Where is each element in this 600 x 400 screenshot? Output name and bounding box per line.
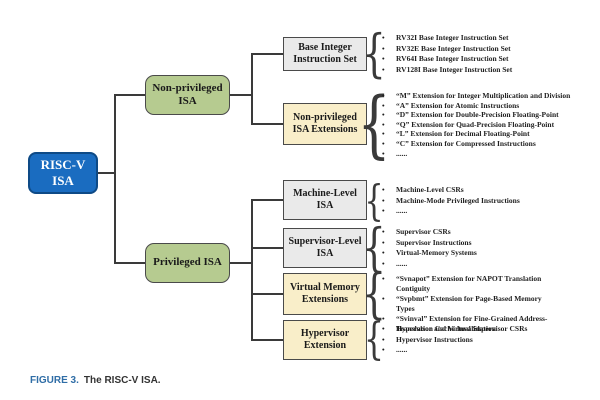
connector-line xyxy=(98,172,115,174)
bullet-list-non-privileged-extensions: “M” Extension for Integer Multiplication… xyxy=(382,91,595,158)
list-item: “D” Extension for Double-Precision Float… xyxy=(382,110,595,120)
connector-line xyxy=(251,247,283,249)
list-item: RV64I Base Integer Instruction Set xyxy=(382,54,595,65)
list-item: “L” Extension for Decimal Floating-Point xyxy=(382,129,595,139)
connector-line xyxy=(251,53,283,55)
node-non-privileged-isa: Non-privileged ISA xyxy=(145,75,230,115)
figure-caption-text: The RISC-V ISA. xyxy=(83,375,161,386)
list-item: RV32E Base Integer Instruction Set xyxy=(382,44,595,55)
list-item: “Svpbmt” Extension for Page-Based Memory… xyxy=(382,294,554,314)
connector-line xyxy=(230,262,252,264)
node-virtual-memory-extensions: Virtual Memory Extensions xyxy=(283,273,367,315)
brace-icon: { xyxy=(357,81,391,167)
list-item: ...... xyxy=(382,149,595,159)
bullet-list-supervisor-level: Supervisor CSRs Supervisor Instructions … xyxy=(382,227,595,269)
list-item: Hypervisor and Virtual Supervisor CSRs xyxy=(382,324,595,335)
list-item: Virtual-Memory Systems xyxy=(382,248,595,259)
list-item: “C” Extension for Compressed Instruction… xyxy=(382,139,595,149)
node-supervisor-level-isa: Supervisor-Level ISA xyxy=(283,228,367,268)
list-item: Supervisor CSRs xyxy=(382,227,595,238)
list-item: ...... xyxy=(382,345,595,356)
connector-line xyxy=(251,123,283,125)
figure-caption-label: FIGURE 3. xyxy=(30,375,79,386)
node-privileged-isa: Privileged ISA xyxy=(145,243,230,283)
brace-icon: { xyxy=(362,218,386,278)
connector-line xyxy=(251,293,283,295)
node-riscv-isa: RISC-V ISA xyxy=(28,152,98,194)
list-item: ...... xyxy=(382,206,595,217)
node-hypervisor-extension: Hypervisor Extension xyxy=(283,320,367,360)
list-item: RV32I Base Integer Instruction Set xyxy=(382,33,595,44)
brace-icon: { xyxy=(363,314,385,365)
list-item: “Svnapot” Extension for NAPOT Translatio… xyxy=(382,274,554,294)
brace-icon: { xyxy=(362,24,386,84)
connector-line xyxy=(251,199,253,341)
connector-line xyxy=(251,53,253,125)
list-item: RV128I Base Integer Instruction Set xyxy=(382,65,595,76)
brace-icon: { xyxy=(364,176,384,225)
connector-line xyxy=(251,199,283,201)
node-machine-level-isa: Machine-Level ISA xyxy=(283,180,367,220)
list-item: Machine-Mode Privileged Instructions xyxy=(382,196,595,207)
list-item: Supervisor Instructions xyxy=(382,238,595,249)
list-item: “Q” Extension for Quad-Precision Floatin… xyxy=(382,120,595,130)
list-item: Machine-Level CSRs xyxy=(382,185,595,196)
connector-line xyxy=(230,94,252,96)
figure-caption: FIGURE 3. The RISC-V ISA. xyxy=(30,375,161,386)
brace-icon: { xyxy=(361,263,387,325)
list-item: Hypervisor Instructions xyxy=(382,335,595,346)
bullet-list-machine-level: Machine-Level CSRs Machine-Mode Privileg… xyxy=(382,185,595,217)
connector-line xyxy=(114,262,145,264)
bullet-list-hypervisor: Hypervisor and Virtual Supervisor CSRs H… xyxy=(382,324,595,356)
connector-line xyxy=(114,94,116,264)
list-item: ...... xyxy=(382,259,595,270)
connector-line xyxy=(251,339,283,341)
list-item: “M” Extension for Integer Multiplication… xyxy=(382,91,595,101)
connector-line xyxy=(114,94,145,96)
list-item: “A” Extension for Atomic Instructions xyxy=(382,101,595,111)
node-base-integer-instruction-set: Base Integer Instruction Set xyxy=(283,37,367,71)
bullet-list-base-integer: RV32I Base Integer Instruction Set RV32E… xyxy=(382,33,595,75)
node-non-privileged-isa-extensions: Non-privileged ISA Extensions xyxy=(283,103,367,145)
